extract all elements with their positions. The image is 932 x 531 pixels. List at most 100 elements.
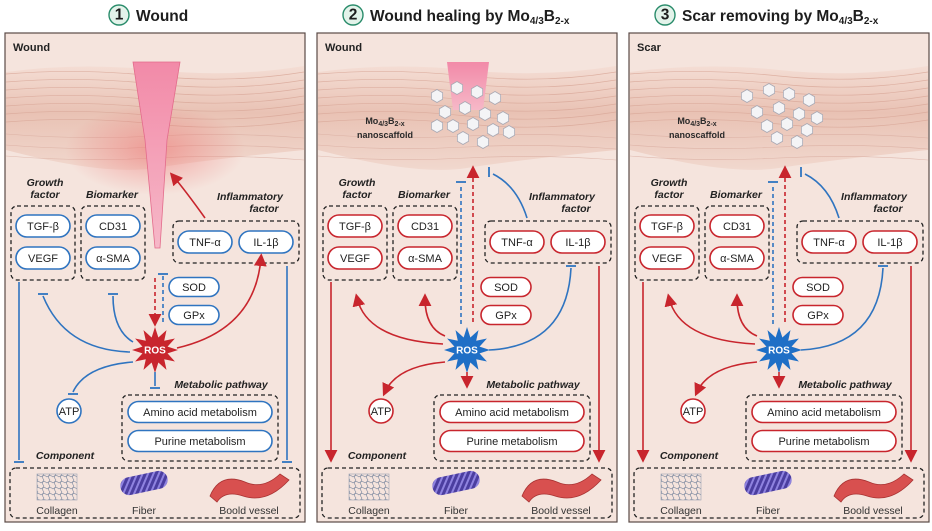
tnf-alpha-pill-label: TNF-α [189, 237, 221, 249]
growth-factor-label: Growth [651, 177, 688, 189]
skin-line [629, 71, 929, 80]
growth-factor-box [322, 205, 388, 281]
asma-pill [85, 246, 141, 270]
amino-acid-pill [751, 400, 897, 424]
step-title: Wound healing by Mo4/3B2-x [370, 8, 570, 27]
inflam-inhibit-line [800, 267, 884, 351]
purine-pill-label: Purine metabolism [154, 436, 245, 448]
vegf-pill [639, 246, 695, 270]
step-number-badge [342, 4, 364, 26]
cd31-pill-label: CD31 [723, 221, 751, 233]
nanoscaffold-particle [470, 85, 484, 99]
il1b-pill-label: IL-1β [253, 237, 278, 249]
growth-factor-label-2: factor [342, 189, 372, 201]
inflammatory-label: Inflammatory [841, 191, 908, 203]
inflammatory-label: Inflammatory [217, 191, 284, 203]
metabolic-box [745, 394, 903, 462]
tnf-alpha-pill [801, 230, 857, 254]
gpx-pill [168, 304, 220, 326]
inflammatory-box [172, 220, 300, 264]
fiber-label: Fiber [132, 505, 156, 517]
epidermis [318, 66, 616, 170]
purine-pill-label: Purine metabolism [466, 436, 557, 448]
blood-vessel-icon [521, 473, 602, 503]
inflammatory-label-2: factor [249, 203, 279, 215]
vegf-pill-label: VEGF [28, 253, 58, 265]
fiber-icon [744, 470, 792, 496]
nanoscaffold-label: Mo4/3B2-x [365, 116, 404, 128]
collagen-icon [36, 473, 78, 501]
nanoscaffold-particle [750, 105, 764, 119]
nanoscaffold-particle [762, 83, 776, 97]
vegf-pill-label: VEGF [652, 253, 682, 265]
growth-factor-box [10, 205, 76, 281]
nanoscaffold-particle [450, 81, 464, 95]
sod-pill [168, 276, 220, 298]
nanoscaffold-particle [790, 135, 804, 149]
atp-activate-arrow [694, 361, 758, 397]
nanoscaffold-particle [488, 91, 502, 105]
nanoscaffold-particle [438, 105, 452, 119]
component-label: Component [348, 450, 407, 462]
tgf-beta-pill-label: TGF-β [651, 221, 683, 233]
atp-circle [680, 398, 706, 424]
panel-name: Scar [637, 42, 662, 54]
atp-circle [56, 398, 82, 424]
cd31-pill-label: CD31 [411, 221, 439, 233]
nanoscaffold-particle [486, 123, 500, 137]
inflam-activate-arrow [176, 253, 267, 349]
component-box [321, 467, 613, 519]
asma-pill-label: α-SMA [96, 253, 131, 265]
step-title: Scar removing by Mo4/3B2-x [682, 8, 879, 27]
purine-pill-label: Purine metabolism [778, 436, 869, 448]
ros-label: ROS [144, 346, 166, 357]
atp-label: ATP [59, 406, 80, 418]
nanoscaffold-label-2: nanoscaffold [669, 130, 725, 140]
skin-line [629, 87, 929, 96]
cd31-pill [85, 214, 141, 238]
skin-line [629, 79, 929, 88]
gpx-pill-label: GPx [183, 310, 205, 322]
tgf-beta-pill-label: TGF-β [339, 221, 371, 233]
biomarker-box [392, 205, 458, 281]
component-label: Component [660, 450, 719, 462]
growth-factor-box [634, 205, 700, 281]
tgf-beta-pill [639, 214, 695, 238]
nanoscaffold-particle [800, 123, 814, 137]
inflam-inhibit-line [488, 267, 572, 351]
gpx-pill-label: GPx [807, 310, 829, 322]
inflammatory-box [484, 220, 612, 264]
tgf-beta-pill [15, 214, 71, 238]
amino-acid-pill [439, 400, 585, 424]
blood-vessel-label: Boold vessel [531, 505, 591, 517]
growth-factor-label: Growth [339, 177, 376, 189]
il1b-pill-label: IL-1β [565, 237, 590, 249]
atp-label: ATP [371, 406, 392, 418]
vegf-pill [15, 246, 71, 270]
skin-line [317, 111, 617, 120]
bm-activate-arrow [730, 293, 758, 337]
step-number-badge [108, 4, 130, 26]
gf-activate-arrow [664, 293, 756, 345]
ros-label: ROS [768, 346, 790, 357]
fiber-label: Fiber [444, 505, 468, 517]
metabolic-box [121, 394, 279, 462]
nanoscaffold-particle [478, 107, 492, 121]
metabolic-pathway-label: Metabolic pathway [174, 379, 269, 391]
gpx-pill-label: GPx [495, 310, 517, 322]
cd31-pill-label: CD31 [99, 221, 127, 233]
tgf-beta-pill-label: TGF-β [27, 221, 59, 233]
asma-pill-label: α-SMA [408, 253, 443, 265]
inflammatory-box [796, 220, 924, 264]
biomarker-label: Biomarker [398, 189, 451, 201]
cell-row [629, 144, 929, 150]
metabolic-pathway-label: Metabolic pathway [798, 379, 893, 391]
biomarker-box [704, 205, 770, 281]
